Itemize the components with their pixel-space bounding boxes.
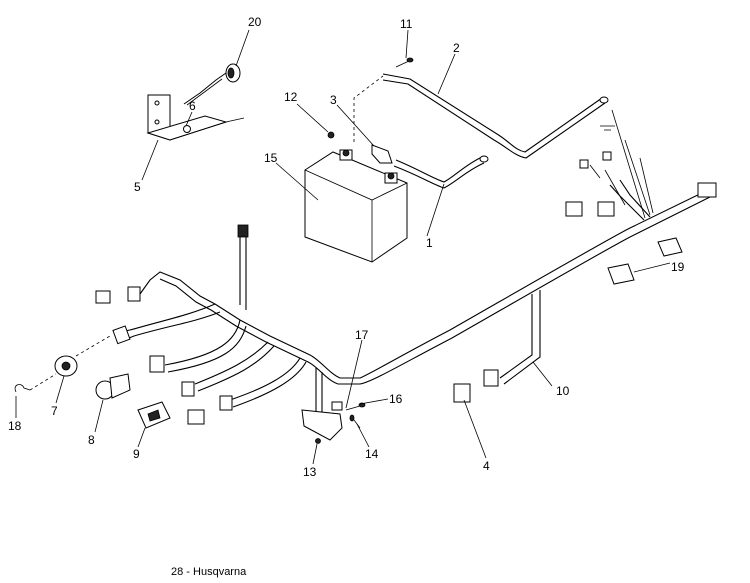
- clip-part-16: [345, 402, 366, 411]
- callout-1: 1: [426, 236, 433, 250]
- page-footer: 28 - Husqvarna: [171, 566, 247, 578]
- callout-12: 12: [284, 90, 298, 104]
- screw-part-13: [315, 438, 321, 444]
- callout-8: 8: [88, 433, 95, 447]
- callout-16: 16: [389, 392, 403, 406]
- leader-lines: [15, 29, 671, 465]
- bracket-part-5: [146, 94, 245, 141]
- switch-part-9: [137, 401, 171, 429]
- callout-10: 10: [556, 384, 570, 398]
- bolt-part-11: [395, 57, 414, 68]
- callout-3: 3: [330, 93, 337, 107]
- screw-part-12: [327, 131, 335, 139]
- callout-18: 18: [8, 419, 22, 433]
- key-part-18: [14, 335, 111, 393]
- cable-part-1: [393, 155, 489, 189]
- cable-part-2: [353, 73, 609, 159]
- switch-part-8: [95, 373, 131, 400]
- switch-part-20: [183, 63, 241, 106]
- callout-11: 11: [400, 17, 413, 31]
- callout-15: 15: [264, 151, 278, 165]
- connector-mid-left: [112, 325, 233, 425]
- relay-part-4: [453, 369, 499, 403]
- callout-14: 14: [365, 447, 379, 461]
- connector-right: [565, 125, 717, 217]
- callout-9: 9: [133, 447, 140, 461]
- terminal-cover-part-3: [371, 144, 393, 164]
- callout-5: 5: [134, 180, 141, 194]
- callout-20: 20: [248, 15, 262, 29]
- callout-4: 4: [483, 459, 490, 473]
- bracket-part-17: [301, 401, 343, 441]
- callout-labels: 1 2 3 4 5 6 7 8 9 10 11 12 13 14 15 16 1…: [8, 15, 685, 479]
- callout-13: 13: [303, 465, 317, 479]
- callout-7: 7: [51, 404, 58, 418]
- main-harness-part-10: [119, 109, 713, 412]
- callout-2: 2: [453, 41, 460, 55]
- clip-part-6: [183, 125, 191, 133]
- battery-part-15: [304, 149, 408, 263]
- callout-6: 6: [189, 99, 196, 113]
- callout-19: 19: [671, 260, 685, 274]
- connector-upper-left: [95, 224, 249, 304]
- callout-17: 17: [355, 328, 369, 342]
- ignition-switch-part-7: [54, 355, 78, 377]
- clip-part-19: [607, 237, 683, 285]
